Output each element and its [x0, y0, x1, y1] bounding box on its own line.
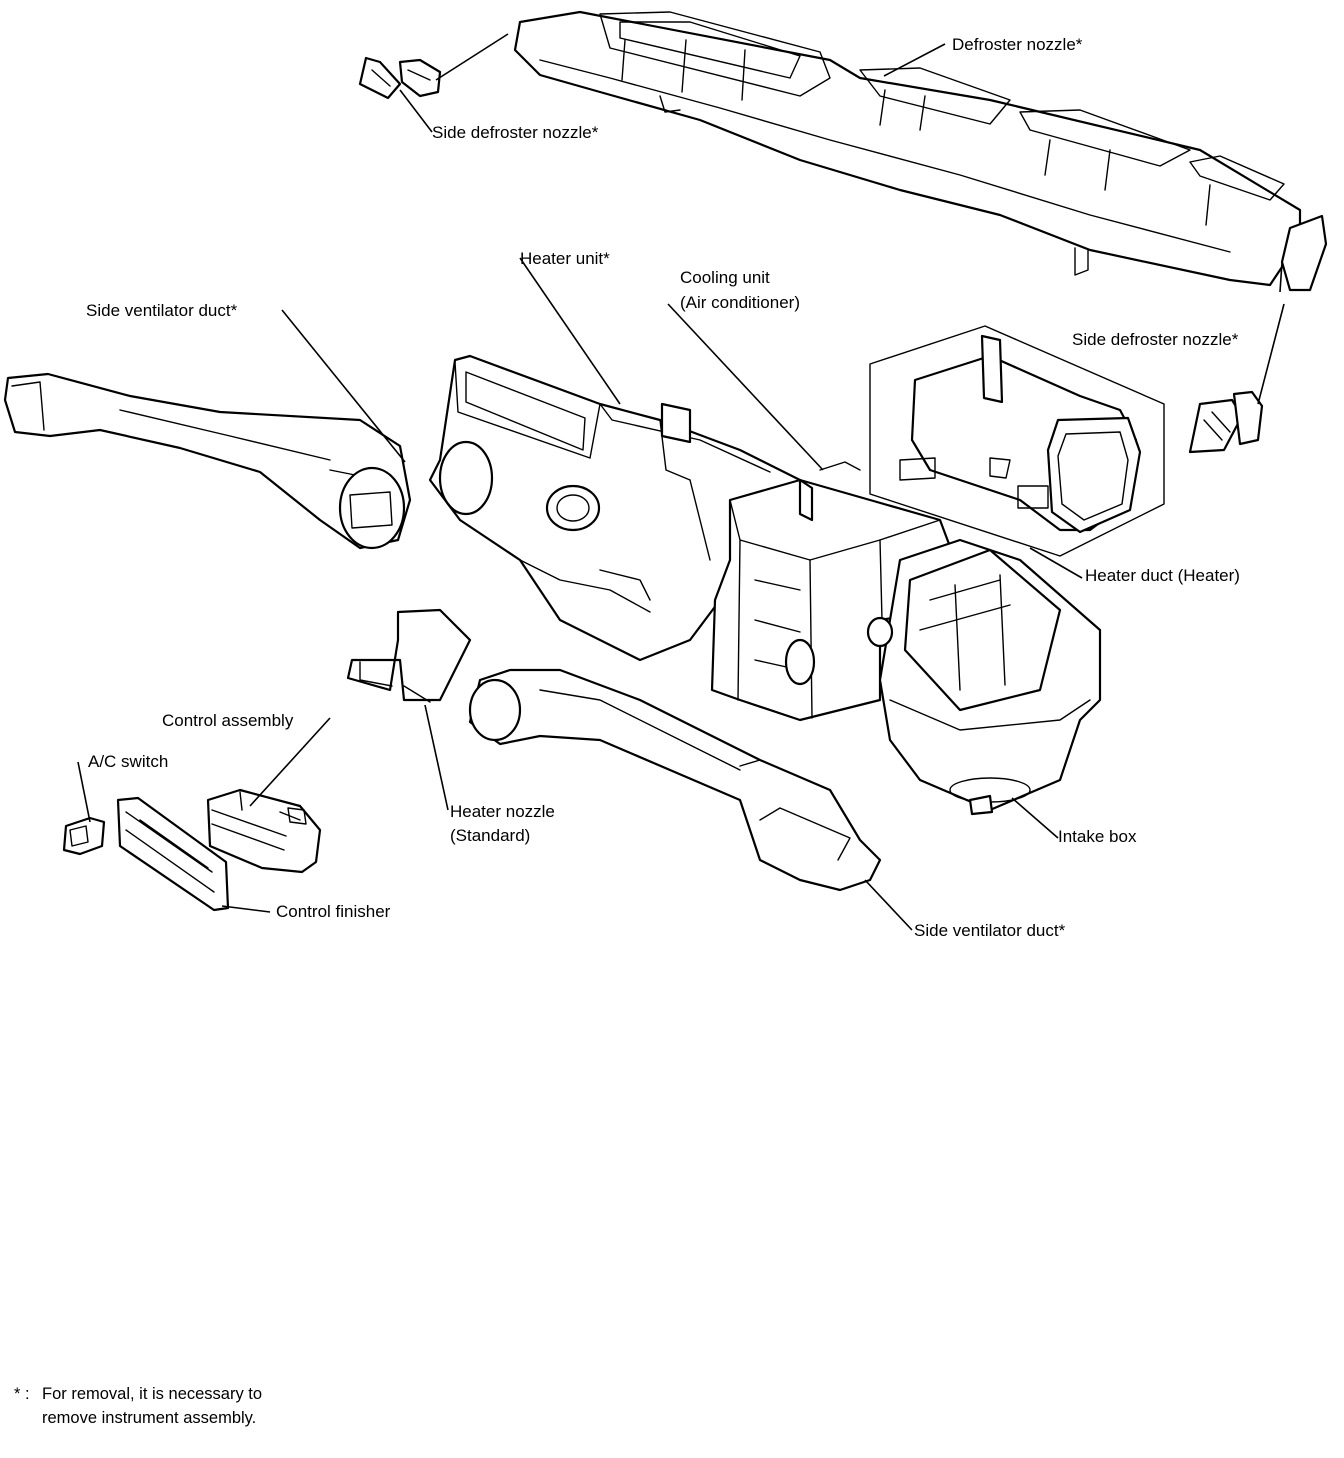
ac-switch [62, 816, 106, 856]
label-side-ventilator-duct-right: Side ventilator duct* [914, 921, 1066, 940]
footnote-mark: * : [14, 1385, 30, 1403]
label-heater-nozzle-line1: Heater nozzle [450, 802, 555, 821]
label-cooling-unit-line2: (Air conditioner) [680, 293, 800, 312]
heater-duct-inset [869, 325, 1165, 557]
control-assembly [206, 788, 322, 874]
heater-nozzle [346, 608, 472, 703]
label-intake-box: Intake box [1058, 827, 1137, 846]
intake-box [866, 538, 1102, 816]
label-control-assembly: Control assembly [162, 711, 294, 730]
side-defroster-nozzle-right [1188, 390, 1264, 454]
leader-lines [77, 33, 1285, 931]
heater-unit [428, 354, 802, 662]
label-control-finisher: Control finisher [276, 902, 391, 921]
labels: Defroster nozzle* Side defroster nozzle*… [86, 35, 1240, 940]
defroster-nozzle-assembly [513, 10, 1328, 292]
label-side-defroster-nozzle-left: Side defroster nozzle* [432, 123, 599, 142]
label-side-defroster-nozzle-right: Side defroster nozzle* [1072, 330, 1239, 349]
side-ventilator-duct-left [3, 372, 412, 550]
label-heater-nozzle-line2: (Standard) [450, 826, 530, 845]
label-cooling-unit-line1: Cooling unit [680, 268, 770, 287]
label-side-ventilator-duct-left: Side ventilator duct* [86, 301, 238, 320]
side-ventilator-duct-right [468, 668, 882, 892]
label-heater-unit: Heater unit* [520, 249, 610, 268]
cooling-unit [710, 461, 957, 722]
label-defroster-nozzle: Defroster nozzle* [952, 35, 1083, 54]
label-ac-switch: A/C switch [88, 752, 168, 771]
footnote-text: For removal, it is necessary to remove i… [42, 1385, 263, 1427]
control-finisher [116, 796, 230, 912]
label-heater-duct: Heater duct (Heater) [1085, 566, 1240, 585]
side-defroster-nozzle-left [358, 56, 442, 100]
